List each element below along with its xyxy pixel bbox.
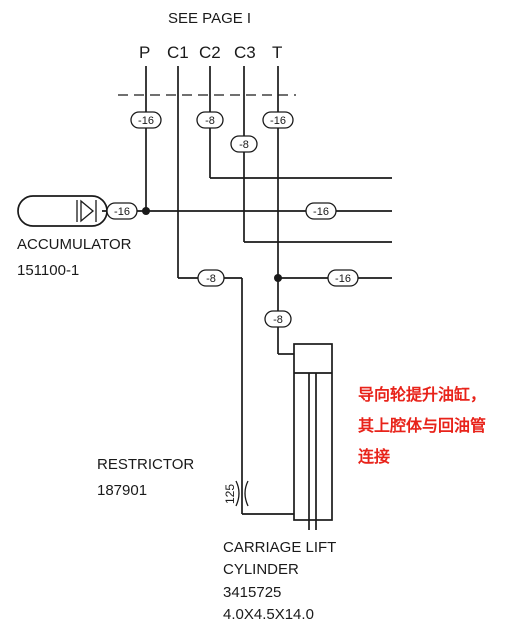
accumulator-name: ACCUMULATOR [17,236,132,253]
port-c1-label: C1 [167,43,189,62]
junction-dot-p [142,207,150,215]
annotation-line-2: 其上腔体与回油管 [358,416,486,435]
restrictor-part-no: 187901 [97,482,147,499]
hose-size-badge: -8 [197,269,225,287]
hose-size-badge: -16 [305,202,337,220]
hose-size-badge: -16 [327,269,359,287]
see-page-label: SEE PAGE I [168,10,251,27]
annotation-line-3: 连接 [358,447,390,466]
restrictor-symbol [235,480,249,507]
hose-size-badge: -16 [130,111,162,129]
annotation-line-1: 导向轮提升油缸， [358,385,486,404]
svg-text:-16: -16 [138,115,154,127]
svg-text:-8: -8 [239,139,249,151]
port-p-label: P [139,43,150,62]
cylinder-part-no: 3415725 [223,584,281,601]
svg-text:-8: -8 [206,273,216,285]
port-c3-label: C3 [234,43,256,62]
hose-size-badge: -16 [262,111,294,129]
hose-size-badge: -8 [264,310,292,328]
cylinder-name-line1: CARRIAGE LIFT [223,539,336,556]
hose-size-badge: -16 [106,202,138,220]
restrictor-name: RESTRICTOR [97,456,194,473]
svg-text:-16: -16 [313,206,329,218]
svg-text:-16: -16 [270,115,286,127]
accumulator-part-no: 151100-1 [17,262,79,279]
port-c2-label: C2 [199,43,221,62]
port-t-label: T [272,43,282,62]
carriage-lift-cylinder-symbol [293,343,333,530]
svg-text:-8: -8 [205,115,215,127]
cylinder-name-line2: CYLINDER [223,561,299,578]
cylinder-dims: 4.0X4.5X14.0 [223,606,314,623]
accumulator-symbol [17,195,108,227]
hose-size-badge: -8 [196,111,224,129]
hose-size-badge: -8 [230,135,258,153]
restrictor-size: 125 [223,484,237,504]
svg-text:-16: -16 [335,273,351,285]
junction-dot-t [274,274,282,282]
svg-text:-8: -8 [273,314,283,326]
svg-text:-16: -16 [114,206,130,218]
